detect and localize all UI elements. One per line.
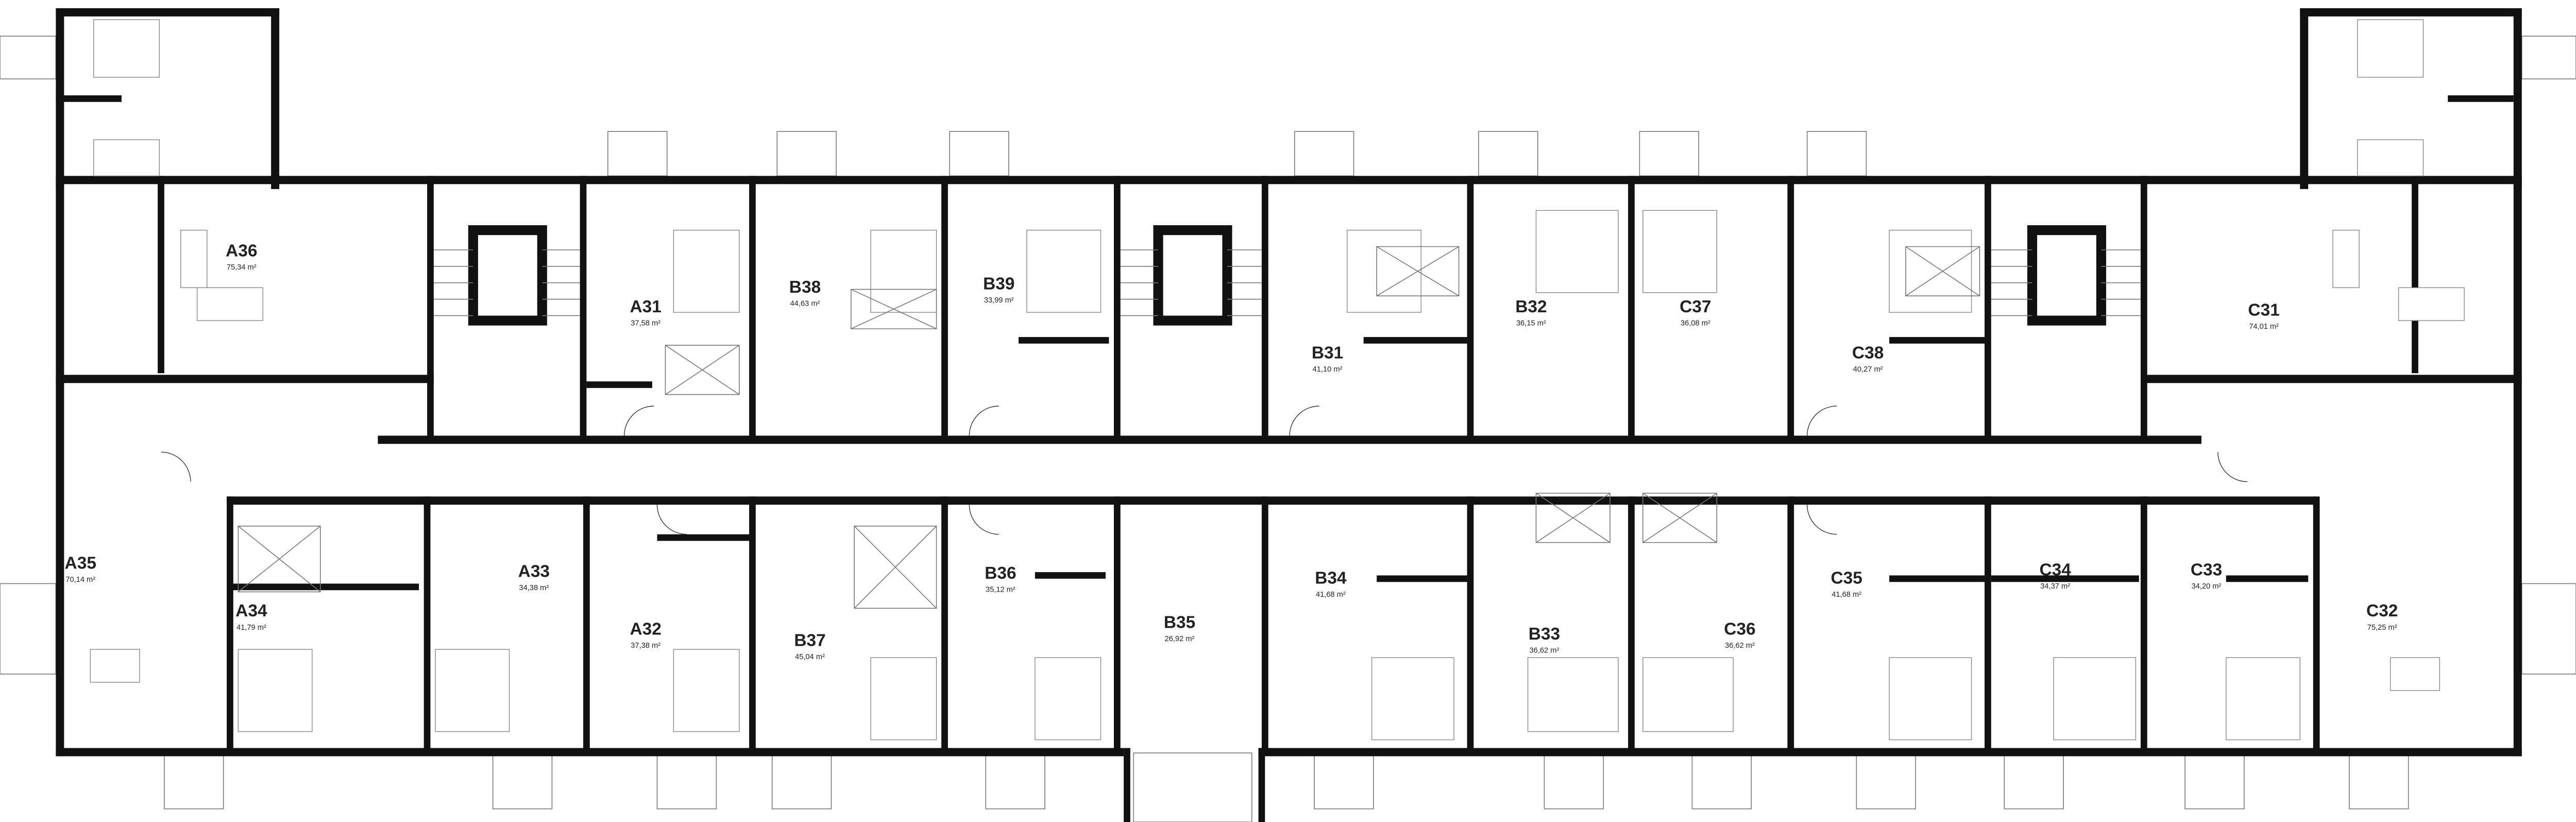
unit-C35[interactable]: C35 41,68 m² bbox=[1831, 568, 1862, 599]
stairs bbox=[433, 249, 2141, 316]
unit-area: 36,62 m² bbox=[1530, 646, 1560, 655]
unit-B39[interactable]: B39 33,99 m² bbox=[983, 274, 1014, 305]
unit-area: 36,15 m² bbox=[1516, 320, 1546, 328]
unit-name: B38 bbox=[789, 278, 821, 297]
unit-name: A32 bbox=[630, 619, 661, 639]
unit-name: B34 bbox=[1315, 568, 1347, 588]
unit-name: B36 bbox=[985, 564, 1016, 583]
unit-area: 26,92 m² bbox=[1165, 635, 1195, 643]
unit-name: C34 bbox=[2039, 560, 2071, 579]
unit-name: B31 bbox=[1312, 343, 1343, 362]
unit-B34[interactable]: B34 41,68 m² bbox=[1315, 568, 1347, 599]
unit-area: 41,10 m² bbox=[1313, 365, 1343, 374]
walls bbox=[56, 8, 2522, 822]
unit-B38[interactable]: B38 44,63 m² bbox=[789, 278, 821, 308]
unit-name: C37 bbox=[1680, 297, 1711, 316]
unit-C38[interactable]: C38 40,27 m² bbox=[1852, 343, 1884, 374]
unit-name: C36 bbox=[1724, 619, 1755, 639]
unit-area: 36,62 m² bbox=[1725, 642, 1755, 650]
unit-area: 35,12 m² bbox=[986, 585, 1015, 594]
unit-area: 37,58 m² bbox=[631, 320, 660, 328]
unit-area: 34,37 m² bbox=[2040, 582, 2070, 591]
unit-area: 41,68 m² bbox=[1832, 591, 1861, 599]
unit-area: 34,20 m² bbox=[2192, 582, 2222, 591]
unit-area: 70,14 m² bbox=[65, 576, 95, 584]
unit-area: 41,79 m² bbox=[236, 624, 266, 632]
unit-name: B39 bbox=[983, 274, 1014, 293]
unit-area: 44,63 m² bbox=[790, 299, 820, 308]
unit-A33[interactable]: A33 34,38 m² bbox=[518, 562, 550, 593]
unit-name: C32 bbox=[2366, 601, 2398, 620]
unit-B35[interactable]: B35 26,92 m² bbox=[1164, 613, 1195, 644]
unit-C37[interactable]: C37 36,08 m² bbox=[1680, 297, 1711, 328]
unit-area: 34,38 m² bbox=[519, 584, 549, 592]
unit-A32[interactable]: A32 37,38 m² bbox=[630, 619, 661, 650]
unit-area: 75,34 m² bbox=[227, 263, 257, 272]
unit-C33[interactable]: C33 34,20 m² bbox=[2191, 560, 2222, 591]
unit-A36[interactable]: A36 75,34 m² bbox=[226, 242, 257, 272]
unit-labels: A36 75,34 m² A31 37,58 m² B38 44,63 m² B39 3… bbox=[65, 242, 2398, 662]
furniture bbox=[90, 19, 2465, 741]
unit-area: 33,99 m² bbox=[984, 296, 1014, 305]
unit-name: C31 bbox=[2248, 300, 2279, 320]
unit-B32[interactable]: B32 36,15 m² bbox=[1515, 297, 1547, 328]
unit-name: A33 bbox=[518, 562, 550, 581]
unit-area: 45,04 m² bbox=[795, 653, 825, 661]
unit-name: A34 bbox=[235, 601, 267, 620]
unit-B33[interactable]: B33 36,62 m² bbox=[1529, 625, 1560, 655]
unit-A31[interactable]: A31 37,58 m² bbox=[630, 297, 661, 328]
unit-A34[interactable]: A34 41,79 m² bbox=[235, 601, 267, 632]
unit-name: A31 bbox=[630, 297, 661, 316]
unit-name: C33 bbox=[2191, 560, 2222, 579]
unit-name: B33 bbox=[1529, 625, 1560, 644]
unit-C34[interactable]: C34 34,37 m² bbox=[2039, 560, 2071, 591]
unit-B36[interactable]: B36 35,12 m² bbox=[985, 564, 1016, 594]
unit-B31[interactable]: B31 41,10 m² bbox=[1312, 343, 1343, 374]
unit-area: 75,25 m² bbox=[2367, 624, 2397, 632]
unit-area: 40,27 m² bbox=[1853, 365, 1883, 374]
unit-name: B35 bbox=[1164, 613, 1195, 632]
unit-area: 36,08 m² bbox=[1681, 320, 1710, 328]
unit-name: C35 bbox=[1831, 568, 1862, 588]
unit-area: 74,01 m² bbox=[2249, 323, 2279, 331]
unit-name: A36 bbox=[226, 242, 257, 261]
unit-B37[interactable]: B37 45,04 m² bbox=[794, 631, 825, 662]
unit-A35[interactable]: A35 70,14 m² bbox=[65, 554, 96, 584]
unit-name: A35 bbox=[65, 554, 96, 573]
unit-C36[interactable]: C36 36,62 m² bbox=[1724, 619, 1755, 650]
unit-name: C38 bbox=[1852, 343, 1884, 362]
unit-name: B37 bbox=[794, 631, 825, 650]
unit-area: 41,68 m² bbox=[1316, 591, 1346, 599]
unit-C32[interactable]: C32 75,25 m² bbox=[2366, 601, 2398, 632]
unit-name: B32 bbox=[1515, 297, 1547, 316]
unit-area: 37,38 m² bbox=[631, 642, 660, 650]
unit-C31[interactable]: C31 74,01 m² bbox=[2248, 300, 2279, 331]
